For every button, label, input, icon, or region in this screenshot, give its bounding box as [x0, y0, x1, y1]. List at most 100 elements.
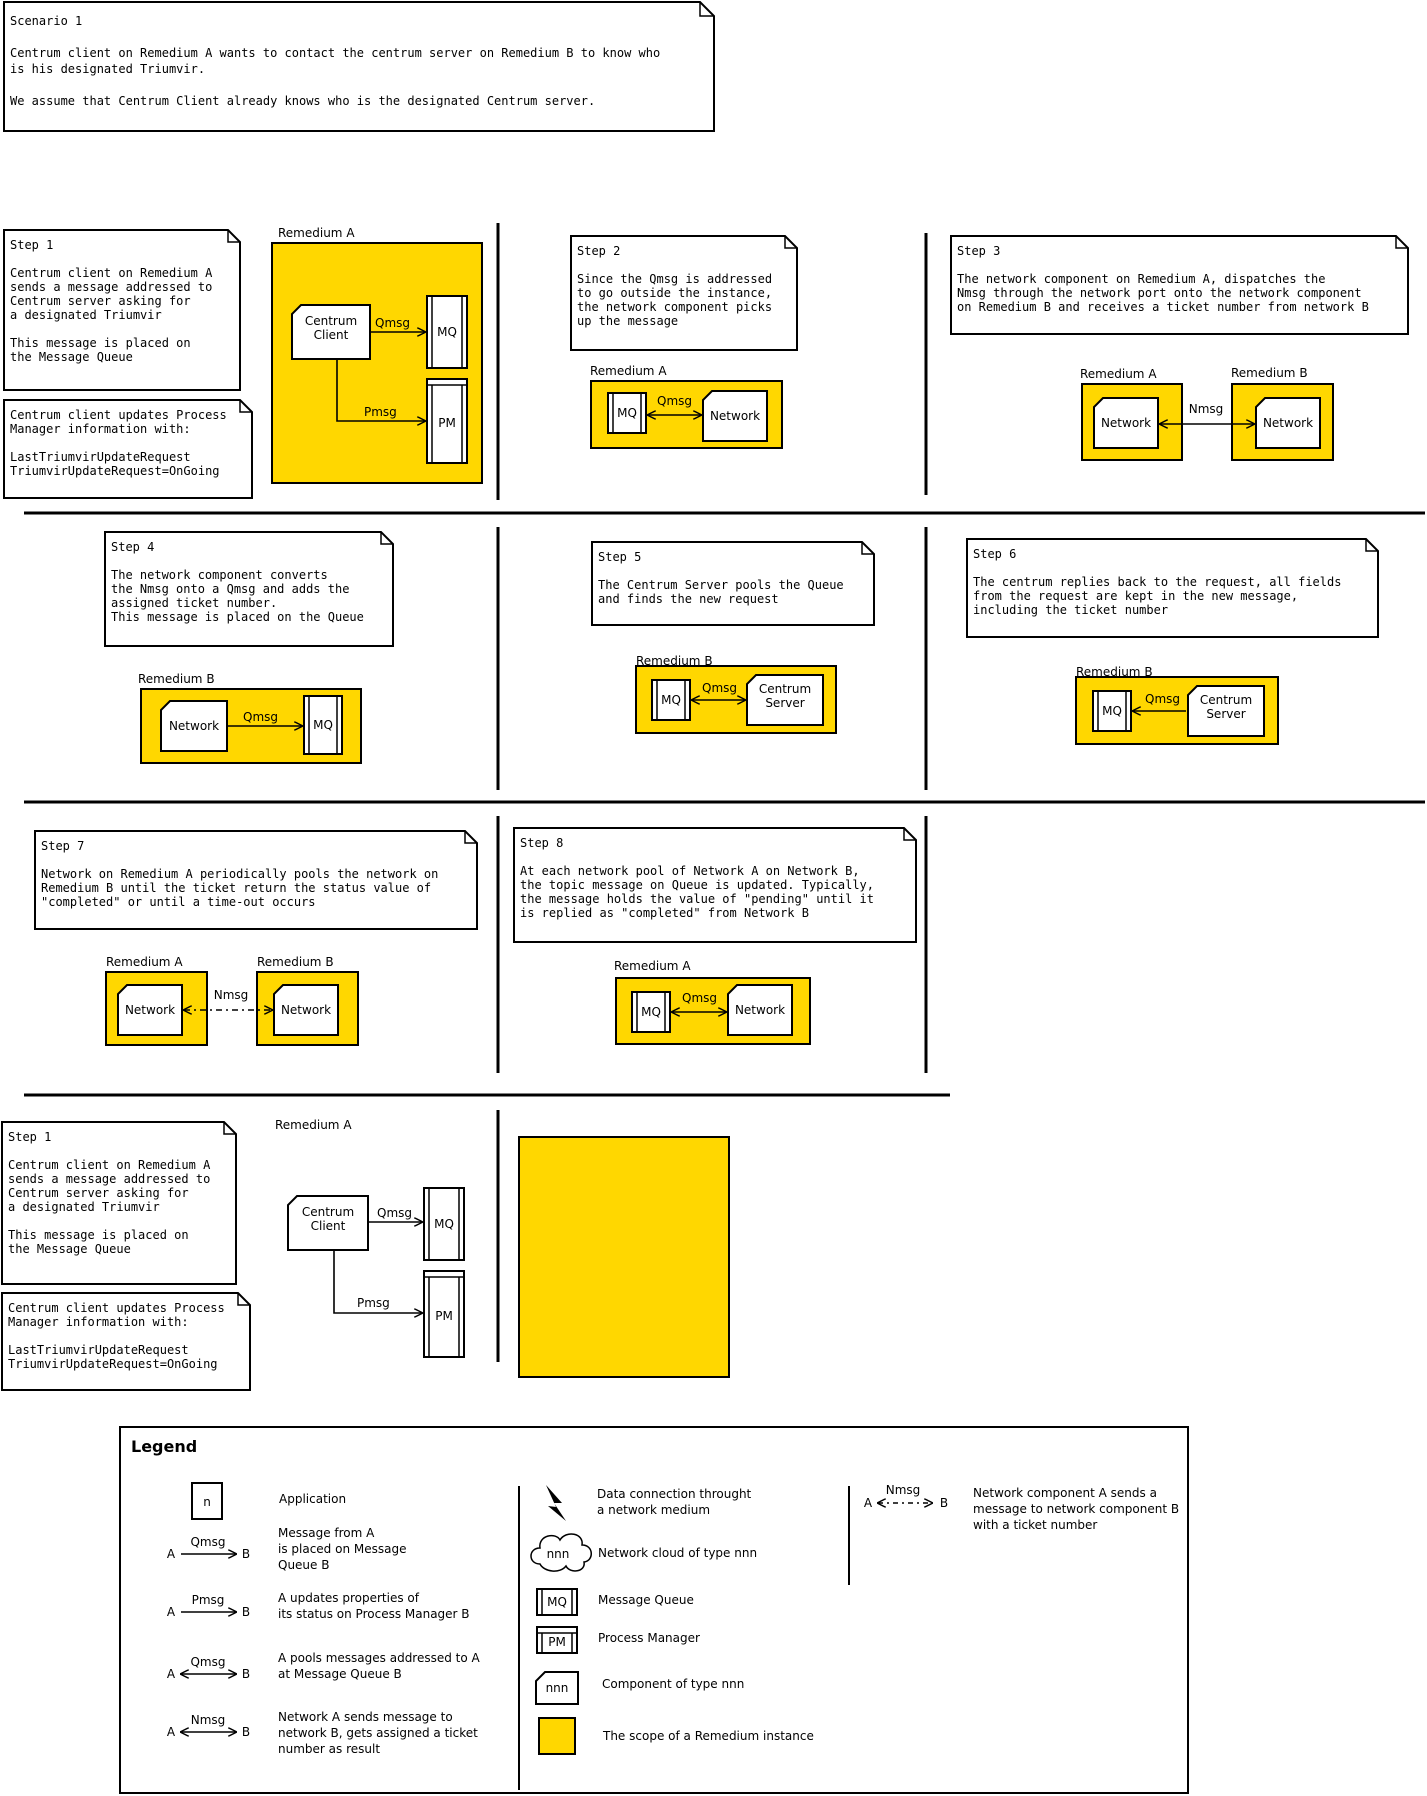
legend-component-text-line: Component of type nnn — [602, 1677, 744, 1691]
step6-note-line: from the request are kept in the new mes… — [973, 589, 1298, 603]
remedium-b-label: Remedium B — [1231, 366, 1308, 380]
legend-arrow-label: Qmsg — [190, 1655, 225, 1669]
qmsg-label: Qmsg — [657, 394, 692, 408]
centrum-server-label: Centrum — [759, 682, 811, 696]
step7-note-line: Remedium B until the ticket return the s… — [41, 881, 431, 895]
process-manager: PM — [426, 378, 468, 464]
qmsg-label: Qmsg — [375, 316, 410, 330]
step1-repeat-note-line: Centrum client on Remedium A — [8, 1158, 211, 1172]
legend-lightning-text-line: a network medium — [597, 1503, 710, 1517]
legend-arrow-label: Qmsg — [190, 1535, 225, 1549]
legend-a: A — [864, 1496, 873, 1510]
message-queue-label: MQ — [617, 406, 637, 420]
legend-b: B — [242, 1547, 250, 1561]
legend-left-text-line: Queue B — [278, 1558, 329, 1572]
step1-repeat-note-line: a designated Triumvir — [8, 1200, 160, 1214]
step7-note-line: "completed" or until a time-out occurs — [41, 895, 316, 909]
remedium-a-label: Remedium A — [590, 364, 667, 378]
legend-left-text-line: A updates properties of — [278, 1591, 420, 1605]
legend-left-text-line: at Message Queue B — [278, 1667, 402, 1681]
message-queue-label: MQ — [437, 325, 457, 339]
network-component: Network — [727, 984, 793, 1036]
qmsg-label: Qmsg — [702, 681, 737, 695]
network-component-a: Network — [1093, 397, 1159, 449]
cloud-symbol: nnn — [547, 1547, 570, 1561]
step8-note-line: the message holds the value of "pending"… — [520, 892, 874, 906]
step1-process-note-line: Manager information with: — [10, 422, 191, 436]
legend-left-text-line: number as result — [278, 1742, 380, 1756]
step1-repeat-note-line: the Message Queue — [8, 1242, 131, 1256]
network-component-b: Network — [1255, 397, 1321, 449]
process-manager-label: PM — [435, 1309, 453, 1323]
centrum-server-label: Server — [765, 696, 804, 710]
step8-note-line: is replied as "completed" from Network B — [520, 906, 809, 920]
centrum-server-label: Server — [1206, 707, 1245, 721]
legend-lightning-text-line: Data connection throught — [597, 1487, 752, 1501]
qmsg-label: Qmsg — [243, 710, 278, 724]
step3-note-line: on Remedium B and receives a ticket numb… — [957, 300, 1369, 314]
centrum-client-label: Centrum — [302, 1205, 354, 1219]
pmsg-arrow — [333, 1250, 422, 1313]
network-component-a: Network — [117, 984, 183, 1036]
step6-note-line: including the ticket number — [973, 603, 1168, 617]
nmsg-label: Nmsg — [1189, 402, 1224, 416]
step1-note-line: Centrum server asking for — [10, 294, 191, 308]
application-icon — [191, 1482, 223, 1520]
legend-a: A — [167, 1605, 176, 1619]
qmsg-label: Qmsg — [1145, 692, 1180, 706]
centrum-server-label: Centrum — [1200, 693, 1252, 707]
step2-note-line: to go outside the instance, — [577, 286, 772, 300]
lightning-icon — [546, 1485, 566, 1521]
legend-left-text-line: Network A sends message to — [278, 1710, 453, 1724]
network-component: Network — [702, 390, 768, 442]
pmsg-label: Pmsg — [364, 405, 397, 419]
network-component-b-label: Network — [281, 1003, 331, 1017]
step1-repeat-note-line: Step 1 — [8, 1130, 51, 1144]
qmsg-label: Qmsg — [682, 991, 717, 1005]
step2-note-line: Since the Qmsg is addressed — [577, 272, 772, 286]
network-component-a-label: Network — [1101, 416, 1151, 430]
legend-arrow-label: Nmsg — [191, 1713, 226, 1727]
step4-note-line: This message is placed on the Queue — [111, 610, 364, 624]
step1-note-line: Step 1 — [10, 238, 53, 252]
step1-repeat-process-note-line: TriumvirUpdateRequest=OnGoing — [8, 1357, 218, 1371]
legend-scope-text-line: The scope of a Remedium instance — [602, 1729, 814, 1743]
legend-right-text-line: Network component A sends a — [973, 1486, 1157, 1500]
remedium-b-label: Remedium B — [636, 654, 713, 668]
step2-note-line: the network component picks — [577, 300, 772, 314]
cloud-icon — [530, 1533, 592, 1572]
step1-process-note-line: LastTriumvirUpdateRequest — [10, 450, 191, 464]
step1-repeat-process-note-line: Centrum client updates Process — [8, 1301, 225, 1315]
message-queue-icon-label: MQ — [547, 1595, 567, 1609]
step1-repeat-process-note-line: LastTriumvirUpdateRequest — [8, 1343, 189, 1357]
scenario-note-line: Centrum client on Remedium A wants to co… — [10, 46, 660, 60]
step3-note-line: Nmsg through the network port onto the n… — [957, 286, 1362, 300]
legend-arrow-label: Pmsg — [192, 1593, 225, 1607]
component-icon: nnn — [535, 1671, 579, 1705]
step1-repeat-note-line: Centrum server asking for — [8, 1186, 189, 1200]
step7-note-line: Step 7 — [41, 839, 84, 853]
message-queue-label: MQ — [434, 1217, 454, 1231]
legend-a: A — [167, 1725, 176, 1739]
process-manager: PM — [423, 1270, 465, 1358]
legend-b: B — [242, 1605, 250, 1619]
network-component-label: Network — [710, 409, 760, 423]
step1-note-line: the Message Queue — [10, 350, 133, 364]
message-queue: MQ — [423, 1187, 465, 1261]
component-icon-label: nnn — [546, 1681, 569, 1695]
step8-note-line: the topic message on Queue is updated. T… — [520, 878, 874, 892]
remedium-a-label: Remedium A — [278, 226, 355, 240]
step1-note-line: This message is placed on — [10, 336, 191, 350]
step4-note-line: Step 4 — [111, 540, 154, 554]
message-queue: MQ — [426, 295, 468, 369]
